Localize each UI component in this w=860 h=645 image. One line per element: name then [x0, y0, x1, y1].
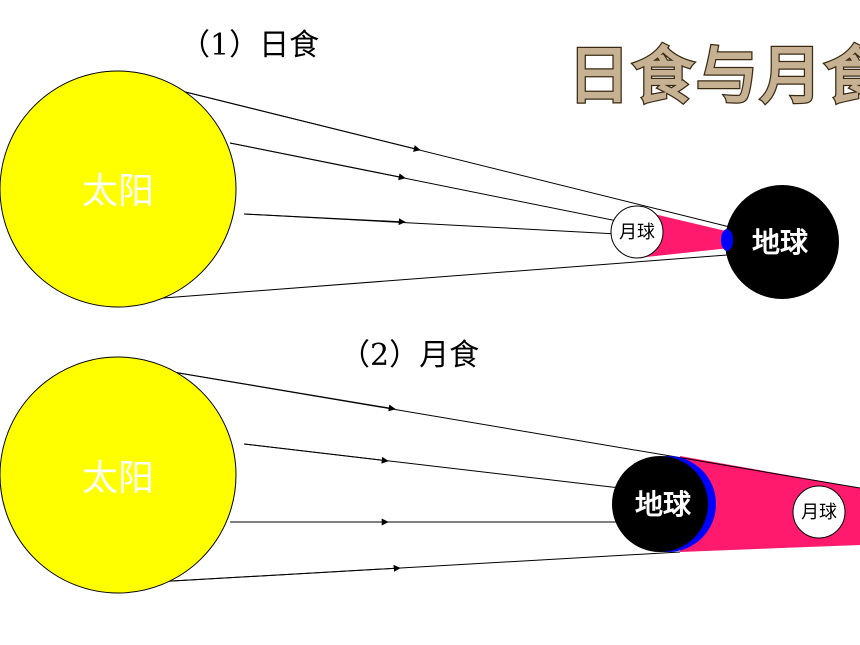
lunar-earth — [612, 456, 708, 552]
lunar-moon — [792, 485, 846, 539]
lunar-ray-2-arrow — [243, 443, 389, 464]
solar-earth-label: 地球 — [752, 226, 809, 259]
lunar-eclipse-title: （2）月食 — [340, 338, 479, 373]
lunar-ray-bottom-arrow — [136, 564, 401, 584]
solar-ray-bottom — [136, 254, 728, 301]
solar-sun-label: 太阳 — [82, 171, 154, 212]
solar-earth — [725, 185, 839, 299]
main-title: 日食与月食 — [568, 39, 860, 112]
solar-eclipse-title: （1）日食 — [180, 28, 319, 63]
lunar-sun — [0, 356, 237, 594]
lunar-ray-top-arrow — [136, 365, 396, 412]
solar-moon — [610, 205, 664, 259]
lunar-moon-label: 月球 — [801, 502, 837, 523]
solar-moon-label: 月球 — [619, 222, 655, 243]
solar-umbra-spot — [721, 229, 733, 251]
lunar-earth-label: 地球 — [635, 488, 692, 521]
solar-ray-2-arrow — [229, 142, 406, 181]
lunar-sun-label: 太阳 — [82, 458, 154, 499]
solar-sun — [0, 70, 237, 308]
solar-ray-3-arrow — [243, 213, 406, 226]
